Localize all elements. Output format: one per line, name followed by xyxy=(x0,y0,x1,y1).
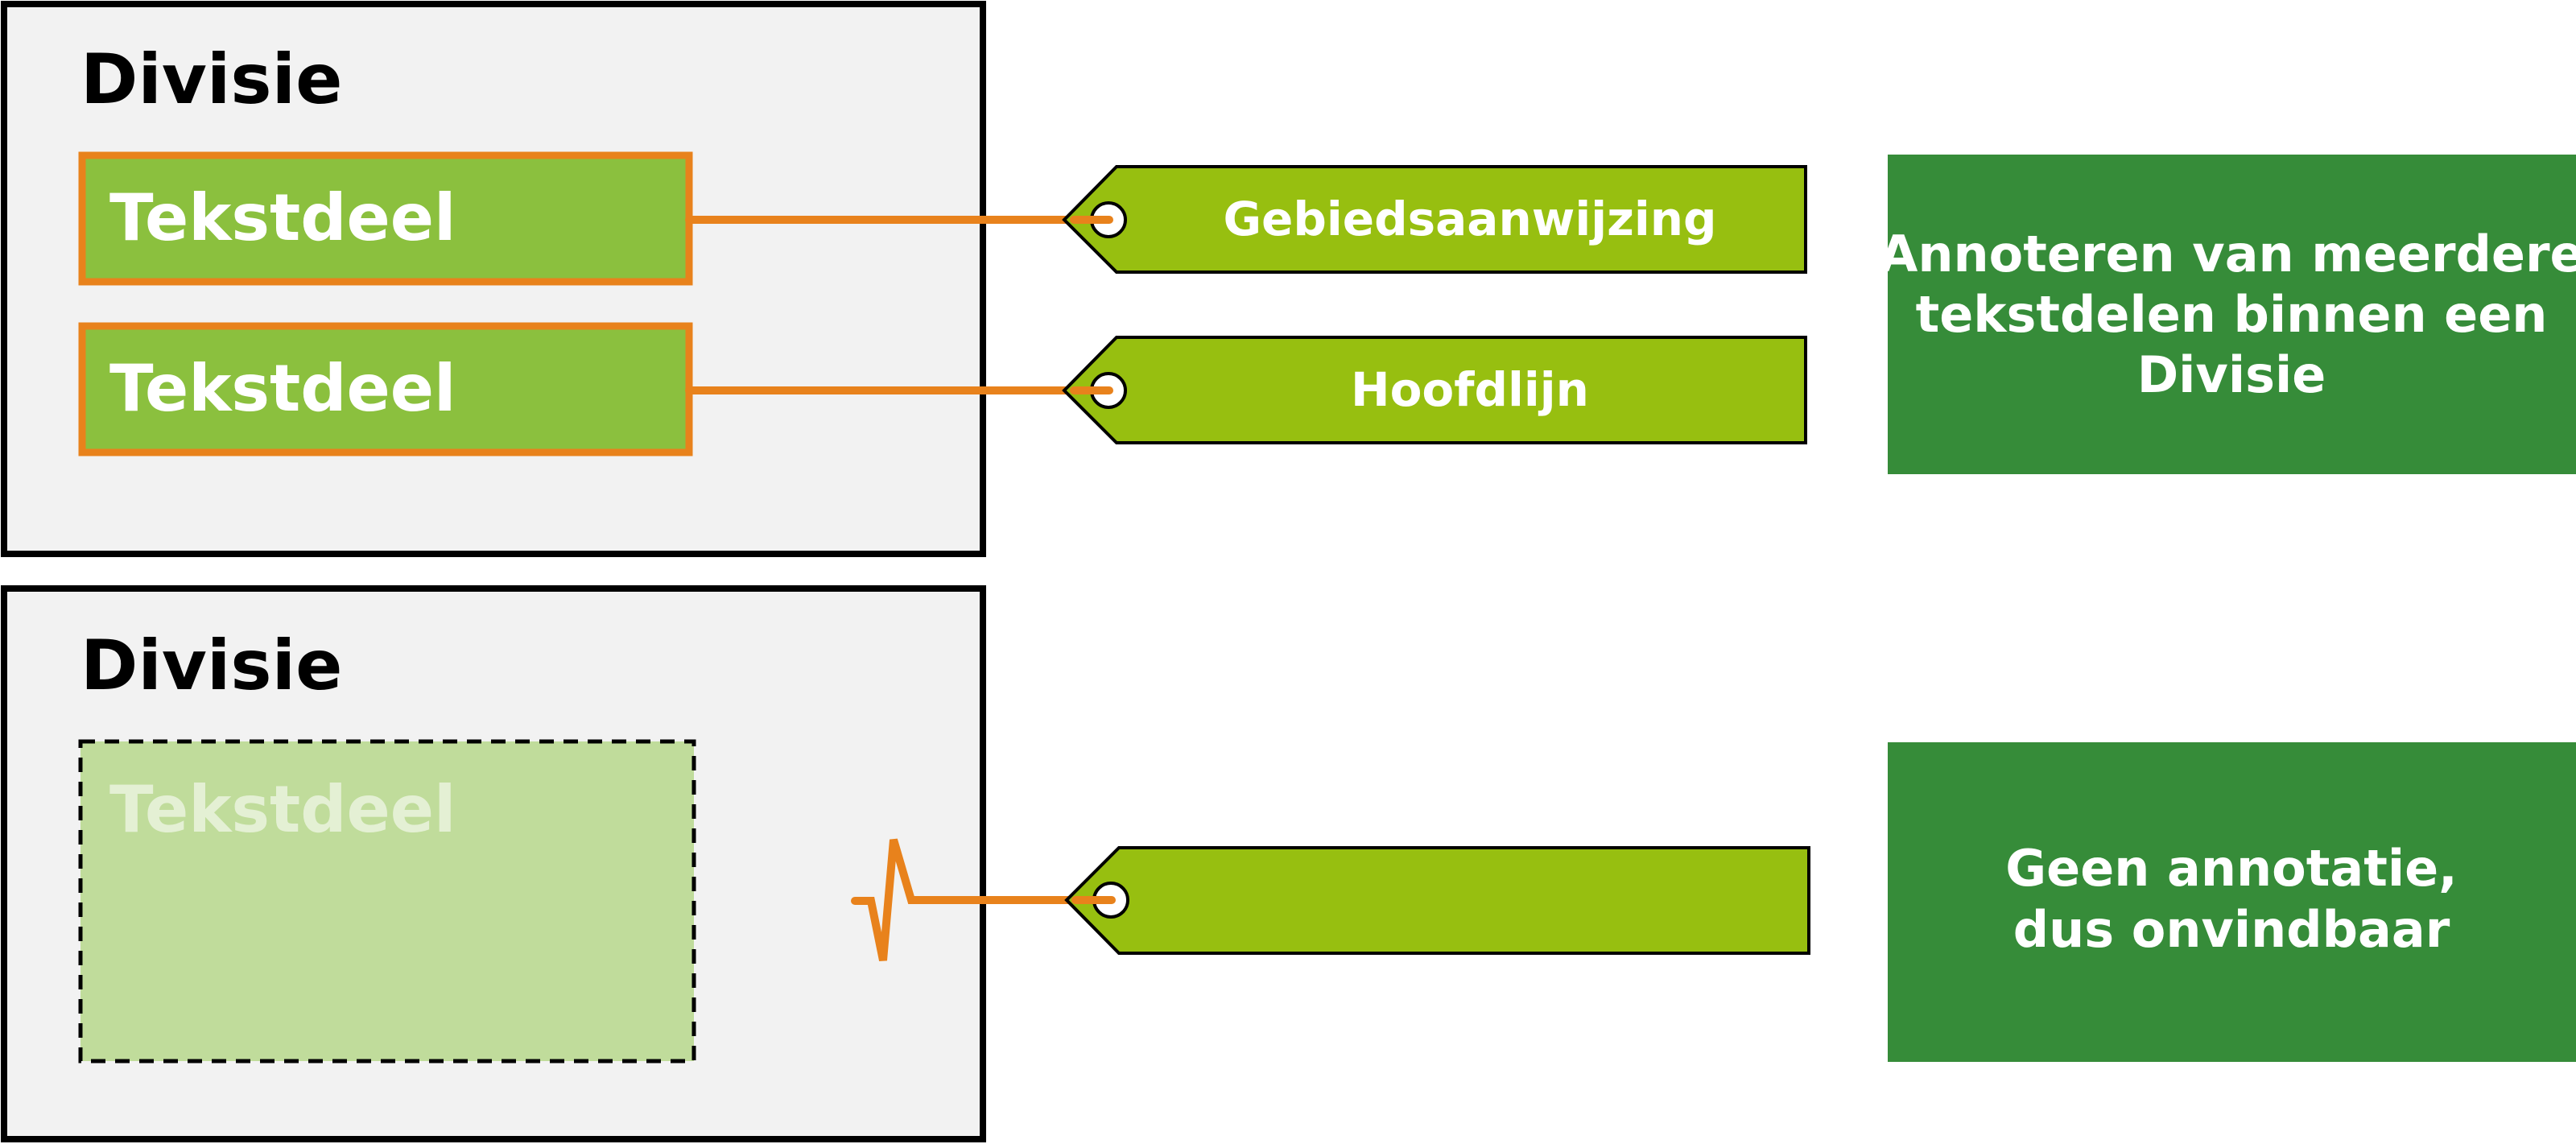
text-part-2-label: Tekstdeel xyxy=(109,351,456,426)
missing-text-part-label: Tekstdeel xyxy=(109,772,456,847)
tag-empty xyxy=(1064,846,1810,955)
tag-gebiedsaanwijzing: Gebiedsaanwijzing xyxy=(1062,165,1807,274)
tag-2-shape xyxy=(1062,336,1807,444)
bottom-division-title: Divisie xyxy=(80,626,342,706)
broken-link-icon xyxy=(851,838,1113,961)
top-division: Divisie Tekstdeel Tekstdeel xyxy=(1,1,986,557)
tag-3-shape xyxy=(1064,846,1810,955)
caption-top-line-2: tekstdelen binnen een xyxy=(1916,285,2548,344)
missing-text-part xyxy=(78,739,696,1063)
tag-hoofdlijn: Hoofdlijn xyxy=(1062,336,1807,444)
text-part-2 xyxy=(78,322,693,456)
top-division-title: Divisie xyxy=(80,39,342,120)
caption-top-line-3: Divisie xyxy=(2137,345,2326,404)
caption-bottom: Geen annotatie, dus onvindbaar xyxy=(1888,742,2576,1062)
text-part-1 xyxy=(78,151,693,286)
broken-connector xyxy=(851,838,1113,961)
caption-bottom-line-2: dus onvindbaar xyxy=(2013,900,2450,959)
caption-top: Annoteren van meerdere tekstdelen binnen… xyxy=(1879,155,2576,474)
text-part-1-label: Tekstdeel xyxy=(109,180,456,255)
tag-1-shape xyxy=(1062,165,1807,274)
caption-bottom-line-1: Geen annotatie, xyxy=(2005,839,2457,898)
tag-1-label: Gebiedsaanwijzing xyxy=(1223,192,1716,246)
tag-2-label: Hoofdlijn xyxy=(1351,362,1589,417)
bottom-division: Divisie Tekstdeel xyxy=(1,585,986,1142)
caption-top-line-1: Annoteren van meerdere xyxy=(1879,225,2576,283)
caption-top-box xyxy=(1888,155,2576,474)
caption-bottom-box xyxy=(1888,742,2576,1062)
